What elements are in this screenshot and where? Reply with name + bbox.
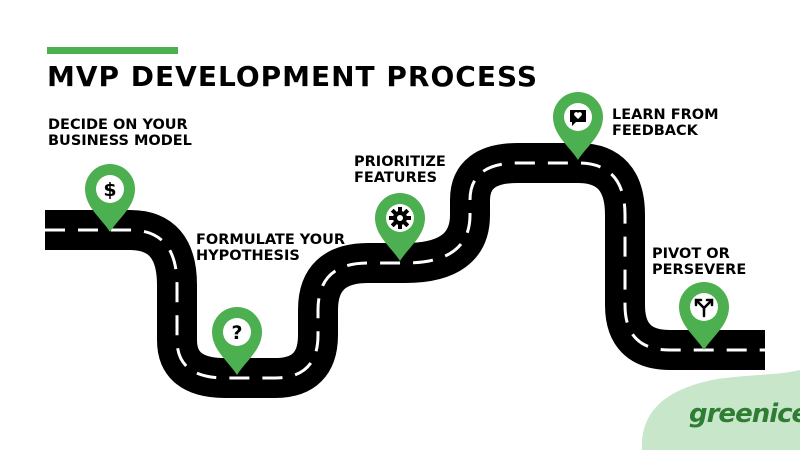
gear-icon xyxy=(389,207,411,229)
step-label-prioritize: PRIORITIZE FEATURES xyxy=(354,154,446,186)
dollar-icon: $ xyxy=(103,179,116,201)
step-label-pivot: PIVOT OR PERSEVERE xyxy=(652,246,747,278)
split-arrows-icon xyxy=(694,298,714,318)
pin-feedback xyxy=(553,92,603,160)
pin-pivot xyxy=(679,282,729,350)
step-label-hypothesis: FORMULATE YOUR HYPOTHESIS xyxy=(196,232,346,264)
road-lane-markings xyxy=(45,161,765,380)
heart-chat-icon xyxy=(570,110,586,126)
brand-blob xyxy=(641,370,800,450)
pin-business-model: $ xyxy=(85,164,135,232)
pin-prioritize xyxy=(375,193,425,261)
title-accent-bar xyxy=(47,47,178,54)
brand-logo-text: greenice xyxy=(689,399,800,429)
pin-hypothesis: ? xyxy=(212,307,262,375)
step-label-business-model: DECIDE ON YOUR BUSINESS MODEL xyxy=(48,117,192,149)
question-icon: ? xyxy=(231,322,242,344)
page-title: MVP DEVELOPMENT PROCESS xyxy=(47,60,539,93)
step-label-feedback: LEARN FROM FEEDBACK xyxy=(612,107,719,139)
